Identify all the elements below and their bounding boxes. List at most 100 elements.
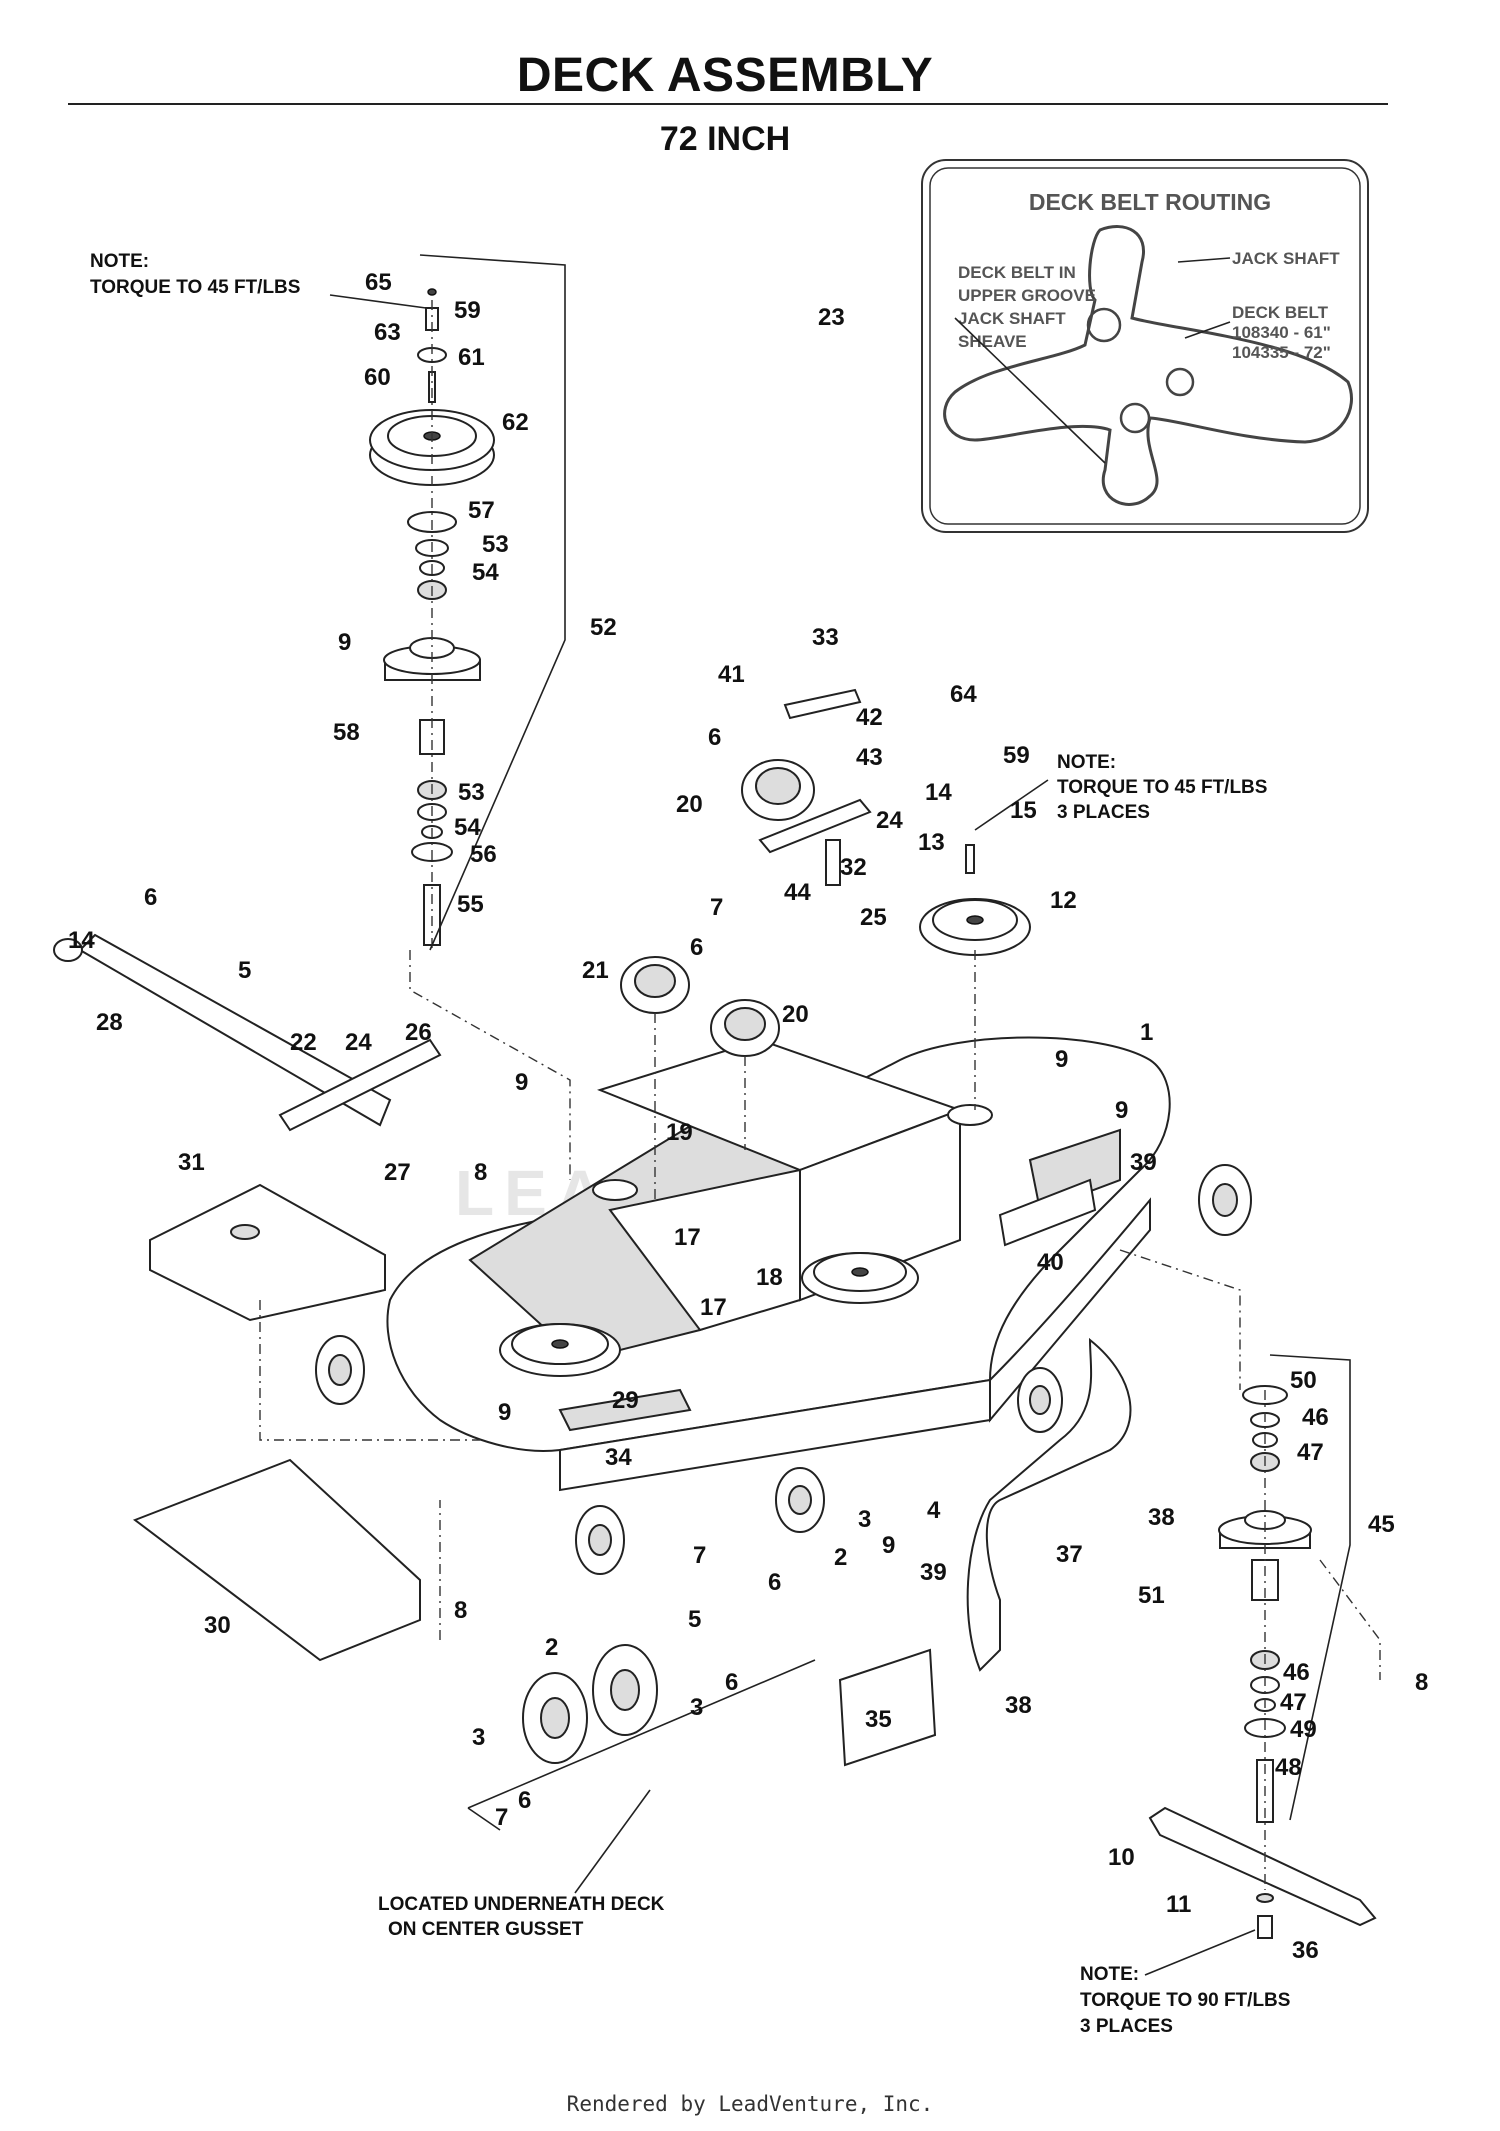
- bracket-52: [419, 254, 566, 951]
- note-blade-heading: NOTE:: [1080, 1964, 1139, 1985]
- lift-rod-26: [278, 1038, 442, 1132]
- callout-22: 22: [290, 1029, 317, 1056]
- callout-8-spindle: 8: [1415, 1669, 1428, 1696]
- callout-7-idler: 7: [710, 894, 723, 921]
- notes: NOTE: TORQUE TO 45 FT/LBS NOTE: TORQUE T…: [90, 251, 1290, 2037]
- idler-pulley-20-upper: [741, 759, 815, 821]
- note-underneath-line-2: ON CENTER GUSSET: [388, 1919, 584, 1940]
- callout-10: 10: [1108, 1844, 1135, 1871]
- leader-lines: [329, 294, 1256, 1976]
- callout-50: 50: [1290, 1367, 1317, 1394]
- spindle-stud-13: [965, 844, 975, 874]
- deck-pulley-left: [499, 1323, 621, 1377]
- belt-shield-31: [149, 1183, 386, 1322]
- idler-pulley-20-lower: [710, 999, 780, 1057]
- callout-26: 26: [405, 1019, 432, 1046]
- note-spindle-torque: TORQUE TO 45 FT/LBS: [1057, 777, 1267, 798]
- callout-29: 29: [612, 1387, 639, 1414]
- callout-62: 62: [502, 409, 529, 436]
- callout-47: 47: [1297, 1439, 1324, 1466]
- callout-6-lower: 6: [725, 1669, 738, 1696]
- deck-wheel-left-front: [575, 1505, 625, 1575]
- callout-51: 51: [1138, 1582, 1165, 1609]
- callout-39-bracket: 39: [920, 1559, 947, 1586]
- callout-52: 52: [590, 614, 617, 641]
- callout-2-upper: 2: [834, 1544, 847, 1571]
- deck-pulley-center: [801, 1252, 919, 1304]
- callout-24-idler: 24: [876, 807, 903, 834]
- page-subtitle: 72 INCH: [659, 120, 791, 158]
- callout-17-lower: 17: [700, 1294, 727, 1321]
- callout-25: 25: [860, 904, 887, 931]
- callout-59: 59: [454, 297, 481, 324]
- callout-39: 39: [1130, 1149, 1157, 1176]
- callout-32: 32: [840, 854, 867, 881]
- discharge-chute-30: [132, 1458, 421, 1662]
- callout-64: 64: [950, 681, 977, 708]
- callout-45: 45: [1368, 1511, 1395, 1538]
- callout-46-lower: 46: [1283, 1659, 1310, 1686]
- callout-54-lower: 54: [454, 814, 481, 841]
- callout-48: 48: [1275, 1754, 1302, 1781]
- inset-title: DECK BELT ROUTING: [1029, 189, 1271, 215]
- anti-scalp-wheel-upper: [775, 1467, 825, 1533]
- note-underneath-line-1: LOCATED UNDERNEATH DECK: [378, 1894, 665, 1915]
- inset-line-1: DECK BELT IN: [958, 263, 1076, 282]
- callout-59-right: 59: [1003, 742, 1030, 769]
- callout-4: 4: [927, 1497, 941, 1524]
- callout-57: 57: [468, 497, 495, 524]
- baffle-bracket-35: [838, 1648, 937, 1767]
- callout-34: 34: [605, 1444, 632, 1471]
- inset-line-7: 108340 - 61": [1232, 323, 1331, 342]
- note-spindle-places: 3 PLACES: [1057, 802, 1150, 823]
- callout-18: 18: [756, 1264, 783, 1291]
- callout-9-rod: 9: [515, 1069, 528, 1096]
- footer-credit: Rendered by LeadVenture, Inc.: [566, 2092, 934, 2116]
- callout-35: 35: [865, 1706, 892, 1733]
- callout-8-deck: 8: [474, 1159, 487, 1186]
- callout-65: 65: [365, 269, 392, 296]
- callout-28: 28: [96, 1009, 123, 1036]
- anti-scalp-wheel-lower-pair: [522, 1644, 658, 1764]
- callout-5-lower: 5: [688, 1606, 701, 1633]
- note-spindle-heading: NOTE:: [1057, 752, 1116, 773]
- callout-6-wheel-lower: 6: [518, 1787, 531, 1814]
- callout-7-lower: 7: [495, 1804, 508, 1831]
- deck-bracket-40: [998, 1178, 1097, 1247]
- callout-61: 61: [458, 344, 485, 371]
- title-divider: [68, 103, 1388, 105]
- callout-3-lower: 3: [690, 1694, 703, 1721]
- callout-9: 9: [338, 629, 351, 656]
- callout-9-deck-front: 9: [498, 1399, 511, 1426]
- callout-19: 19: [666, 1119, 693, 1146]
- callout-23: 23: [818, 304, 845, 331]
- callout-14-right: 14: [925, 779, 952, 806]
- callout-44: 44: [784, 879, 811, 906]
- note-blade-torque: TORQUE TO 90 FT/LBS: [1080, 1990, 1290, 2011]
- callout-56: 56: [470, 841, 497, 868]
- spindle-hole-right: [947, 1104, 993, 1126]
- callout-38-upper: 38: [1148, 1504, 1175, 1531]
- callout-53: 53: [482, 531, 509, 558]
- deck-wheel-right-front: [1017, 1367, 1063, 1433]
- inset-line-3: JACK SHAFT: [958, 309, 1066, 328]
- belt-routing-inset: DECK BELT ROUTING DECK BELT IN UPPER GRO…: [921, 159, 1369, 533]
- lift-arm-22: [78, 933, 392, 1127]
- callout-8-chute: 8: [454, 1597, 467, 1624]
- callout-6-idler: 6: [708, 724, 721, 751]
- mower-deck: [386, 1036, 1171, 1492]
- note-top-left-heading: NOTE:: [90, 251, 149, 272]
- idler-arm-44: [758, 798, 872, 854]
- inset-line-4: SHEAVE: [958, 332, 1027, 351]
- spindle-hole-left: [592, 1179, 638, 1201]
- callout-6-wheel: 6: [768, 1569, 781, 1596]
- inset-line-5: JACK SHAFT: [1232, 249, 1340, 268]
- callout-55: 55: [457, 891, 484, 918]
- callout-27: 27: [384, 1159, 411, 1186]
- callout-9-bracket: 9: [882, 1532, 895, 1559]
- callout-21: 21: [582, 957, 609, 984]
- callout-labels: 65 59 63 61 60 62 57 53 54 9 58 53 54 56…: [68, 269, 1428, 1964]
- callout-6-arm: 6: [144, 884, 157, 911]
